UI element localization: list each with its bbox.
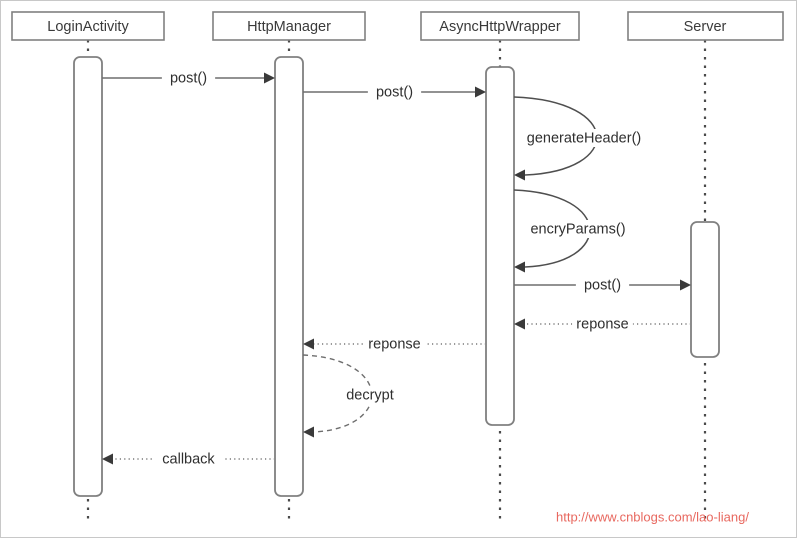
msg-post-wrapper-to-server[interactable]: post() [514, 276, 691, 294]
selfcall-generate-header-label-bg [519, 129, 649, 147]
participant-box-async-http-wrapper [420, 11, 580, 41]
participant-header-server[interactable]: Server [627, 11, 784, 41]
msg-reponse-wrapper-to-httpmanager-label: reponse [368, 336, 420, 352]
participant-label-http-manager: HttpManager [247, 19, 331, 35]
selfcall-generate-header[interactable]: generateHeader() [513, 96, 649, 181]
selfcall-encry-params[interactable]: encryParams() [513, 189, 632, 273]
msg-post-login-to-httpmanager-arrowhead [264, 72, 275, 84]
participant-header-http-manager[interactable]: HttpManager [212, 11, 366, 41]
msg-callback-httpmanager-to-login-label-bg [154, 450, 223, 468]
watermark-url: http://www.cnblogs.com/lao-liang/ [556, 509, 749, 524]
msg-post-wrapper-to-server-label-bg [575, 276, 630, 294]
selfcall-encry-params-arrowhead [514, 261, 525, 273]
msg-reponse-server-to-wrapper-label-bg [572, 315, 633, 333]
msg-post-login-to-httpmanager-label: post() [170, 70, 207, 86]
msg-post-httpmanager-to-wrapper[interactable]: post() [303, 83, 486, 101]
msg-reponse-wrapper-to-httpmanager-label-bg [364, 335, 425, 353]
msg-post-login-to-httpmanager[interactable]: post() [102, 69, 275, 87]
activation-bar-async-http-wrapper [485, 66, 515, 426]
msg-callback-httpmanager-to-login-label: callback [162, 451, 215, 467]
msg-post-httpmanager-to-wrapper-label-bg [367, 83, 422, 101]
msg-post-wrapper-to-server-arrowhead [680, 279, 691, 291]
participant-box-server [627, 11, 784, 41]
msg-reponse-server-to-wrapper[interactable]: reponse [514, 315, 691, 333]
msg-post-wrapper-to-server-label: post() [584, 277, 621, 293]
activation-bar-server [690, 221, 720, 358]
participant-label-login-activity: LoginActivity [47, 19, 129, 35]
participant-box-http-manager [212, 11, 366, 41]
selfcall-decrypt-label: decrypt [346, 387, 394, 403]
participant-label-server: Server [684, 19, 727, 35]
msg-reponse-wrapper-to-httpmanager[interactable]: reponse [303, 335, 486, 353]
msg-callback-httpmanager-to-login-arrowhead [102, 453, 113, 465]
activation-bar-login-activity [73, 56, 103, 497]
selfcall-decrypt-arrowhead [303, 426, 314, 438]
self-calls-layer: generateHeader() encryParams() decrypt [302, 96, 649, 438]
selfcall-encry-params-label-bg [524, 220, 632, 238]
activations-layer [73, 56, 720, 497]
msg-reponse-server-to-wrapper-arrowhead [514, 318, 525, 330]
selfcall-decrypt[interactable]: decrypt [302, 354, 401, 438]
messages-layer: post() post() post() reponse reponse callback [102, 69, 691, 468]
selfcall-encry-params-label: encryParams() [530, 221, 625, 237]
activation-bar-http-manager [274, 56, 304, 497]
msg-reponse-server-to-wrapper-label: reponse [576, 316, 628, 332]
selfcall-generate-header-label: generateHeader() [527, 130, 641, 146]
msg-post-httpmanager-to-wrapper-label: post() [376, 84, 413, 100]
msg-callback-httpmanager-to-login[interactable]: callback [102, 450, 275, 468]
msg-post-login-to-httpmanager-label-bg [161, 69, 216, 87]
selfcall-generate-header-arrowhead [514, 169, 525, 181]
msg-post-httpmanager-to-wrapper-arrowhead [475, 86, 486, 98]
selfcall-decrypt-label-bg [339, 386, 401, 404]
participant-header-async-http-wrapper[interactable]: AsyncHttpWrapper [420, 11, 580, 41]
participant-box-login-activity [11, 11, 165, 41]
actor-boxes-layer: LoginActivity HttpManager AsyncHttpWrapper… [11, 11, 784, 41]
msg-reponse-wrapper-to-httpmanager-arrowhead [303, 338, 314, 350]
participant-header-login-activity[interactable]: LoginActivity [11, 11, 165, 41]
participant-label-async-http-wrapper: AsyncHttpWrapper [439, 19, 561, 35]
